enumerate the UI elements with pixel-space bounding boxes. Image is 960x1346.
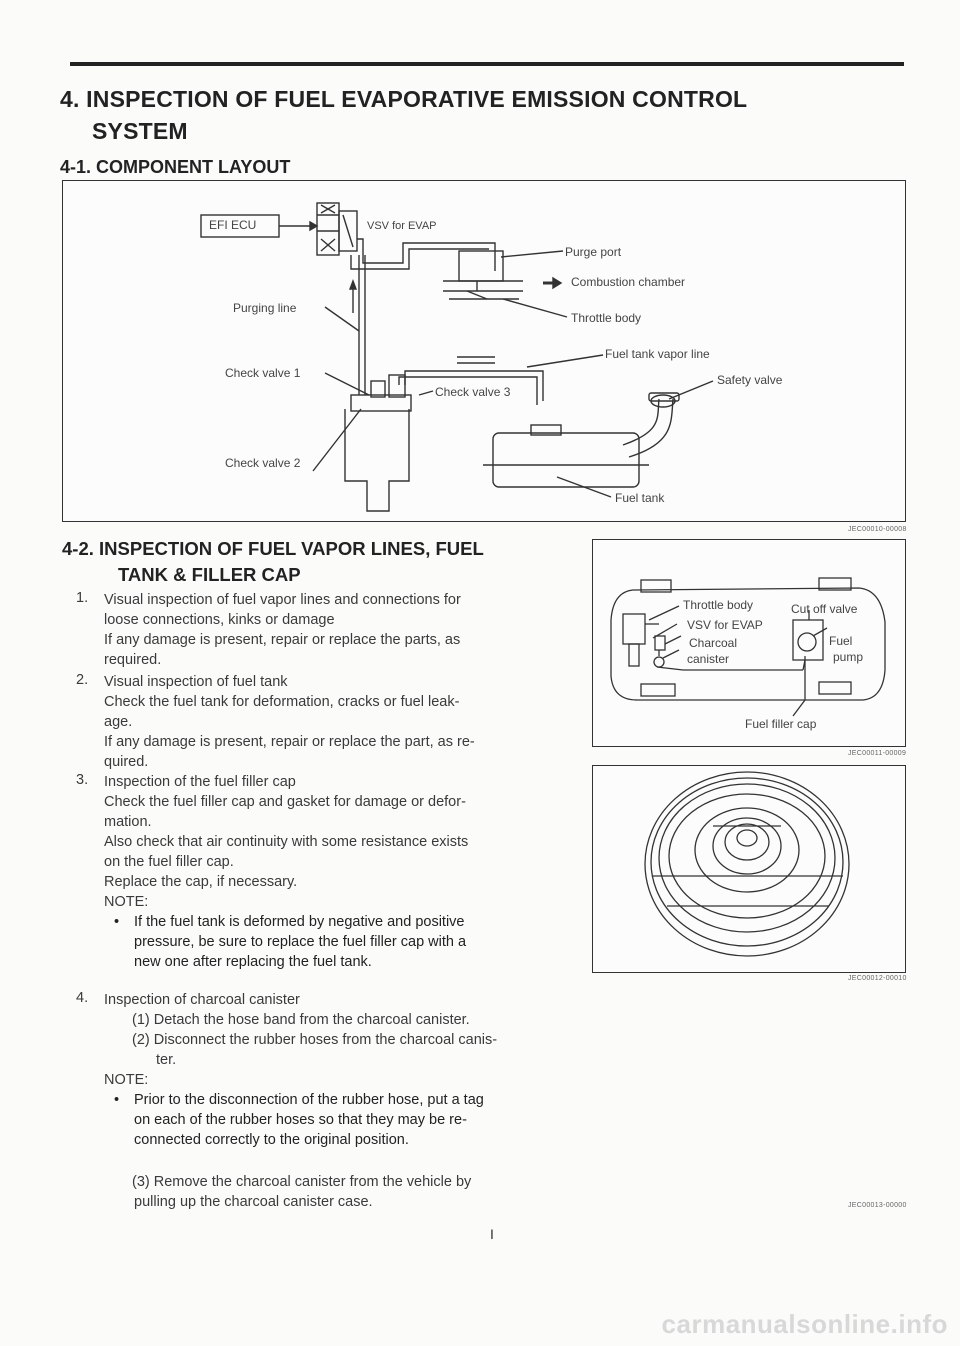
item4-text: Inspection of charcoal canister (1) Deta…	[104, 990, 497, 1090]
figure3-code: JEC00012-00010	[848, 975, 907, 982]
vehicle-layout-figure: Throttle body Cut off valve VSV for EVAP…	[592, 539, 906, 747]
filler-cap-figure	[592, 765, 906, 973]
note2-bullet: •	[114, 1092, 120, 1108]
page-number: I	[490, 1226, 494, 1242]
label-fuel-tank-vapor-line: Fuel tank vapor line	[605, 347, 710, 361]
section-title-vapor-lines-line1: 4-2. INSPECTION OF FUEL VAPOR LINES, FUE…	[62, 538, 484, 559]
item4-number: 4.	[76, 990, 89, 1006]
fig2-label-pump: pump	[833, 650, 864, 664]
page-heading-line1: 4. INSPECTION OF FUEL EVAPORATIVE EMISSI…	[60, 86, 748, 112]
figure4-code: JEC00013-00000	[848, 1202, 907, 1209]
header-rule	[70, 62, 904, 66]
fig2-label-charcoal: Charcoal	[689, 636, 738, 650]
item3-line: Inspection of the fuel filler cap	[104, 774, 296, 790]
section-title-vapor-lines-line2: TANK & FILLER CAP	[118, 564, 301, 585]
fig2-label-fuel-filler-cap: Fuel filler cap	[745, 717, 817, 731]
note1-text: If the fuel tank is deformed by negative…	[134, 912, 466, 972]
label-purge-port: Purge port	[565, 245, 622, 259]
item4-line: (1) Detach the hose band from the charco…	[132, 1012, 470, 1028]
fig2-label-cut-off-valve: Cut off valve	[791, 602, 858, 616]
item3-line: on the fuel filler cap.	[104, 854, 234, 870]
item3-text: Inspection of the fuel filler cap Check …	[104, 772, 468, 912]
label-combustion-chamber: Combustion chamber	[571, 275, 686, 289]
note2-line: on each of the rubber hoses so that they…	[134, 1112, 467, 1128]
item3-line: Also check that air continuity with some…	[104, 834, 469, 850]
fig2-label-fuel: Fuel	[829, 634, 853, 648]
item2-number: 2.	[76, 672, 89, 688]
note2-line: connected correctly to the original posi…	[134, 1132, 409, 1148]
item1-text: Visual inspection of fuel vapor lines an…	[104, 590, 461, 670]
item2-line: age.	[104, 714, 133, 730]
watermark: carmanualsonline.info	[661, 1309, 948, 1339]
item3-number: 3.	[76, 772, 89, 788]
item2-text: Visual inspection of fuel tank Check the…	[104, 672, 475, 772]
label-check-valve-2: Check valve 2	[225, 456, 301, 470]
vehicle-layout-diagram	[610, 577, 886, 717]
item4-line: Inspection of charcoal canister	[104, 992, 300, 1008]
figure1-code: JEC00010-00008	[848, 526, 907, 533]
filler-cap-drawing	[644, 771, 850, 957]
item4-step3-text: (3) Remove the charcoal canister from th…	[132, 1172, 471, 1212]
item1-line: required.	[104, 652, 162, 668]
item4-line: ter.	[156, 1052, 177, 1068]
fig2-label-canister: canister	[687, 652, 730, 666]
item2-line: Check the fuel tank for deformation, cra…	[104, 694, 460, 710]
fig2-label-vsv-for-evap: VSV for EVAP	[687, 618, 763, 632]
note2-line: Prior to the disconnection of the rubber…	[134, 1092, 484, 1108]
step3-line: pulling up the charcoal canister case.	[134, 1194, 373, 1210]
label-fuel-tank: Fuel tank	[615, 491, 665, 505]
item3-line: Replace the cap, if necessary.	[104, 874, 298, 890]
item3-note-label: NOTE:	[104, 894, 149, 910]
item1-line: If any damage is present, repair or repl…	[104, 632, 461, 648]
figure2-code: JEC00011-00009	[848, 750, 907, 757]
label-efi-ecu: EFI ECU	[209, 218, 257, 232]
label-vsv-for-evap: VSV for EVAP	[367, 220, 437, 232]
label-purging-line: Purging line	[233, 301, 297, 315]
fig2-label-throttle-body: Throttle body	[683, 598, 754, 612]
note1-line: new one after replacing the fuel tank.	[134, 954, 372, 970]
item2-line: If any damage is present, repair or repl…	[104, 734, 475, 750]
step3-line: (3) Remove the charcoal canister from th…	[132, 1174, 472, 1190]
section-title-component-layout: 4-1. COMPONENT LAYOUT	[60, 157, 291, 177]
item1-line: Visual inspection of fuel vapor lines an…	[104, 592, 461, 608]
note1-line: If the fuel tank is deformed by negative…	[134, 914, 465, 930]
label-safety-valve: Safety valve	[717, 373, 783, 387]
item4-line: (2) Disconnect the rubber hoses from the…	[132, 1032, 498, 1048]
note1-line: pressure, be sure to replace the fuel fi…	[134, 934, 467, 950]
item4-note-label: NOTE:	[104, 1072, 149, 1088]
item3-line: Check the fuel filler cap and gasket for…	[104, 794, 466, 810]
item1-number: 1.	[76, 590, 89, 606]
label-check-valve-1: Check valve 1	[225, 366, 301, 380]
page-heading-line2: SYSTEM	[92, 118, 188, 144]
label-check-valve-3: Check valve 3	[435, 385, 511, 399]
item2-line: quired.	[104, 754, 149, 770]
component-layout-diagram	[200, 202, 714, 512]
item1-line: loose connections, kinks or damage	[104, 612, 335, 628]
component-layout-figure: EFI ECU VSV for EVAP Purge port Combusti…	[62, 180, 906, 522]
note2-text: Prior to the disconnection of the rubber…	[134, 1090, 484, 1150]
item3-line: mation.	[104, 814, 152, 830]
note1-bullet: •	[114, 914, 120, 930]
item2-line: Visual inspection of fuel tank	[104, 674, 288, 690]
label-throttle-body: Throttle body	[571, 311, 642, 325]
